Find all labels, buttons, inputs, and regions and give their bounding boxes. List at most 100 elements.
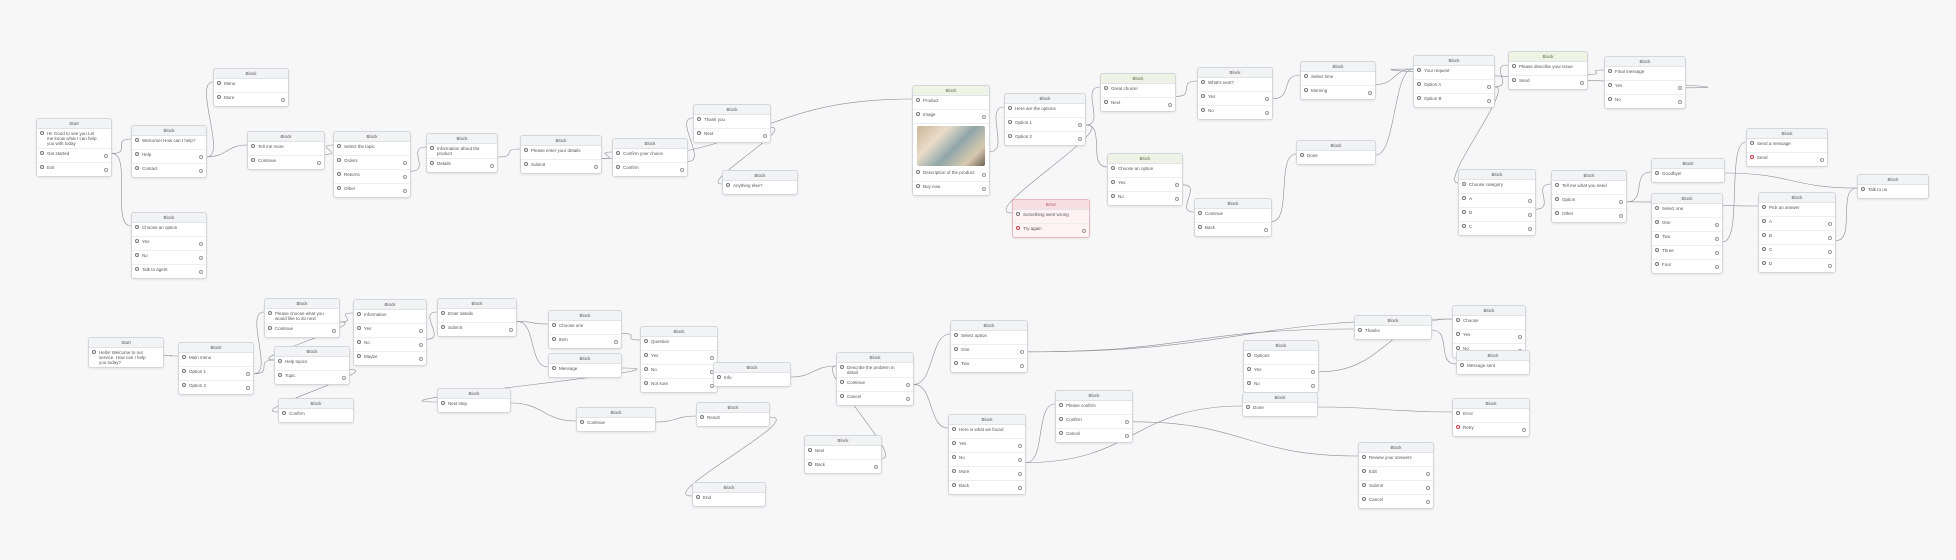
output-port[interactable] [710, 355, 714, 360]
node-row[interactable]: No [1605, 95, 1685, 108]
output-port[interactable] [317, 160, 321, 165]
output-port[interactable] [1715, 250, 1719, 255]
output-port[interactable] [1487, 98, 1491, 103]
node-row[interactable]: Next [805, 446, 881, 460]
node-row[interactable]: Next [1101, 98, 1175, 111]
output-port[interactable] [199, 269, 203, 274]
node-row[interactable]: Exit [37, 163, 111, 176]
output-port[interactable] [332, 328, 336, 333]
output-port[interactable] [1018, 485, 1022, 490]
node-row[interactable]: Pick an answer [1759, 203, 1835, 217]
output-port[interactable] [1528, 212, 1532, 217]
node-row[interactable]: Returns [334, 170, 410, 184]
output-port[interactable] [1528, 226, 1532, 231]
node-row[interactable]: No [1198, 106, 1272, 119]
node-row[interactable]: Option 2 [1005, 132, 1085, 145]
node-row[interactable]: Other [334, 184, 410, 197]
output-port[interactable] [1078, 136, 1082, 141]
node-row[interactable]: Send [1509, 76, 1587, 89]
node-row[interactable]: Please choose what you would like to do … [265, 309, 339, 324]
output-port[interactable] [104, 153, 108, 158]
node-row[interactable]: End [693, 493, 765, 506]
node-row[interactable]: Hello! Welcome to our service. How can I… [89, 348, 163, 367]
node-row[interactable]: Main menu [179, 353, 253, 367]
node-row[interactable]: Continue [265, 324, 339, 337]
node-row[interactable]: More [214, 93, 288, 106]
node-row[interactable]: Option 1 [1005, 118, 1085, 132]
output-port[interactable] [680, 167, 684, 172]
node-row[interactable]: Choose one [549, 321, 621, 335]
output-port[interactable] [1528, 198, 1532, 203]
node-row[interactable]: No [354, 338, 426, 352]
node-row[interactable]: Option A [1414, 80, 1494, 94]
node-row[interactable]: Confirm your choice [613, 149, 687, 163]
node-row[interactable]: B [1459, 208, 1535, 222]
node-row[interactable]: Hi! Good to see you Let me know what I c… [37, 129, 111, 149]
node-row[interactable]: Send a message [1747, 139, 1827, 153]
output-port[interactable] [1715, 222, 1719, 227]
node-row[interactable]: Please enter your details [521, 146, 601, 160]
node-row[interactable]: Try again [1013, 224, 1089, 237]
node-row[interactable]: Yes [1198, 92, 1272, 106]
output-port[interactable] [1020, 349, 1024, 354]
node-row[interactable]: Talk to us [1858, 185, 1928, 198]
node-row[interactable]: Contact [132, 164, 206, 177]
output-port[interactable] [594, 164, 598, 169]
output-port[interactable] [1018, 443, 1022, 448]
output-port[interactable] [1018, 471, 1022, 476]
output-port[interactable] [1125, 419, 1129, 424]
output-port[interactable] [342, 375, 346, 380]
output-port[interactable] [1368, 90, 1372, 95]
node-row[interactable]: Not sure [641, 379, 717, 392]
node-row[interactable]: Tell me more [248, 142, 324, 156]
node-row[interactable]: Yes [132, 237, 206, 251]
output-port[interactable] [1018, 457, 1022, 462]
output-port[interactable] [1264, 227, 1268, 232]
node-row[interactable]: Final message [1605, 67, 1685, 81]
output-port[interactable] [1522, 427, 1526, 432]
node-row[interactable]: Get started [37, 149, 111, 163]
node-row[interactable]: Cancel [1359, 495, 1433, 508]
node-row[interactable]: Confirm [279, 409, 353, 422]
node-row[interactable]: Item [549, 335, 621, 348]
output-port[interactable] [199, 168, 203, 173]
node-row[interactable]: Send [1747, 153, 1827, 166]
output-port[interactable] [104, 167, 108, 172]
output-port[interactable] [1580, 80, 1584, 85]
output-port[interactable] [1078, 122, 1082, 127]
node-row[interactable]: Topic [275, 371, 349, 384]
output-port[interactable] [1175, 182, 1179, 187]
node-row[interactable]: No [132, 251, 206, 265]
node-row[interactable]: Morning [1301, 86, 1375, 99]
node-row[interactable]: Back [805, 460, 881, 473]
node-row[interactable]: No [641, 365, 717, 379]
output-port[interactable] [1828, 221, 1832, 226]
node-row[interactable]: Yes [949, 439, 1025, 453]
output-port[interactable] [614, 339, 618, 344]
node-row[interactable]: Submit [1359, 481, 1433, 495]
node-row[interactable]: Yes [354, 324, 426, 338]
node-row[interactable]: Choose an option [1108, 164, 1182, 178]
node-row[interactable]: Please describe your issue [1509, 62, 1587, 76]
